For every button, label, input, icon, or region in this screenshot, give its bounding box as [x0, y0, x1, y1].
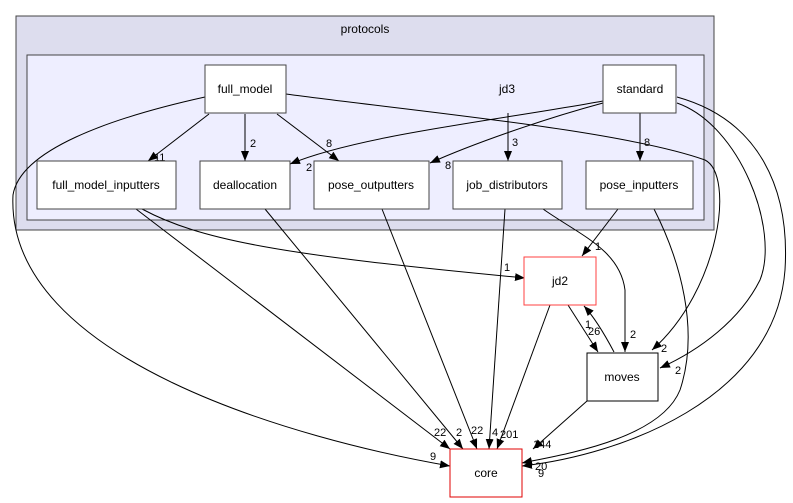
node-core-label: core	[474, 466, 498, 480]
cluster-jd3-label: jd3	[498, 82, 515, 96]
edge-job-distributors-to-core	[485, 208, 506, 450]
edge-label: 2	[661, 343, 667, 355]
cluster-protocols-label: protocols	[341, 22, 390, 36]
edge-label: 20	[535, 461, 547, 473]
edge-label: 9	[430, 451, 436, 463]
edge-moves-to-core	[532, 400, 588, 450]
node-pose-outputters-label: pose_outputters	[328, 178, 414, 192]
edge-pose-outputters-to-core	[381, 208, 478, 450]
edge-label: 1	[595, 241, 601, 253]
node-jd2-box	[523, 256, 597, 306]
edge-label: 2	[250, 138, 256, 150]
edge-label: 2	[306, 162, 312, 174]
node-pose-outputters[interactable]: pose_outputters	[313, 160, 430, 210]
node-jd2[interactable]: jd2	[523, 256, 597, 306]
edge-label: 1	[504, 262, 510, 274]
edge-deallocation-to-core	[264, 208, 464, 450]
edge-jd2-to-core	[496, 304, 551, 450]
edge-label: 2	[675, 365, 681, 377]
edge-standard-to-core	[521, 96, 787, 469]
node-job-distributors-label: job_distributors	[465, 178, 547, 192]
node-deallocation-label: deallocation	[213, 178, 277, 192]
node-standard-label: standard	[617, 82, 664, 96]
edge-label: 201	[500, 429, 518, 441]
node-moves-label: moves	[604, 370, 639, 384]
edges: 11 2 8 2 9 2 8 8 2 9 3 1 22 2 22 4 2	[12, 93, 787, 480]
node-core[interactable]: core	[449, 448, 523, 498]
node-full-model-box	[204, 64, 287, 114]
node-standard[interactable]: standard	[602, 64, 677, 114]
edge-moves-to-jd2	[583, 305, 615, 353]
edge-label: 4	[492, 427, 498, 439]
node-full-model-label: full_model	[218, 82, 273, 96]
edge-label: 8	[326, 138, 332, 150]
node-full-model-inputters-box	[36, 160, 177, 210]
node-moves[interactable]: moves	[586, 352, 659, 402]
edge-label: 8	[445, 160, 451, 172]
edge-label: 2	[630, 329, 636, 341]
node-job-distributors-box	[452, 160, 563, 210]
node-pose-inputters-label: pose_inputters	[600, 178, 679, 192]
edge-full-model-to-full-model-inputters	[147, 113, 210, 162]
node-pose-inputters-box	[585, 160, 694, 210]
edge-standard-to-moves	[659, 102, 766, 369]
edge-full-model-to-moves	[285, 93, 721, 351]
edge-full-model-to-core	[12, 96, 451, 469]
node-full-model-inputters-label: full_model_inputters	[52, 178, 159, 192]
node-core-box	[449, 448, 523, 498]
edge-label: 22	[471, 425, 483, 437]
node-standard-box	[602, 64, 677, 114]
edge-pose-inputters-to-jd2	[581, 208, 619, 257]
node-moves-box	[586, 352, 659, 402]
edge-label: 26	[588, 326, 600, 338]
edge-jd2-to-moves	[567, 304, 599, 353]
node-pose-inputters[interactable]: pose_inputters	[585, 160, 694, 210]
edge-label: 2	[456, 427, 462, 439]
edge-label: 144	[533, 439, 551, 451]
edge-label: 8	[644, 137, 650, 149]
edge-job-distributors-to-moves	[542, 208, 629, 352]
edge-full-model-inputters-to-jd2	[141, 208, 526, 282]
edge-label: 11	[154, 152, 165, 164]
node-jd2-label: jd2	[551, 274, 568, 288]
node-deallocation[interactable]: deallocation	[199, 160, 291, 210]
edge-standard-to-deallocation	[289, 100, 604, 165]
node-full-model-inputters[interactable]: full_model_inputters	[36, 160, 177, 210]
edge-label: 1	[585, 319, 591, 331]
node-pose-outputters-box	[313, 160, 430, 210]
edge-full-model-to-pose-outputters	[276, 113, 340, 162]
edge-label: 3	[512, 137, 518, 149]
edge-pose-inputters-to-core	[521, 208, 689, 465]
edge-label: 9	[538, 468, 544, 480]
edge-full-model-inputters-to-core	[135, 208, 451, 450]
node-deallocation-box	[199, 160, 291, 210]
node-full-model[interactable]: full_model	[204, 64, 287, 114]
node-job-distributors[interactable]: job_distributors	[452, 160, 563, 210]
edge-label: 22	[434, 427, 446, 439]
